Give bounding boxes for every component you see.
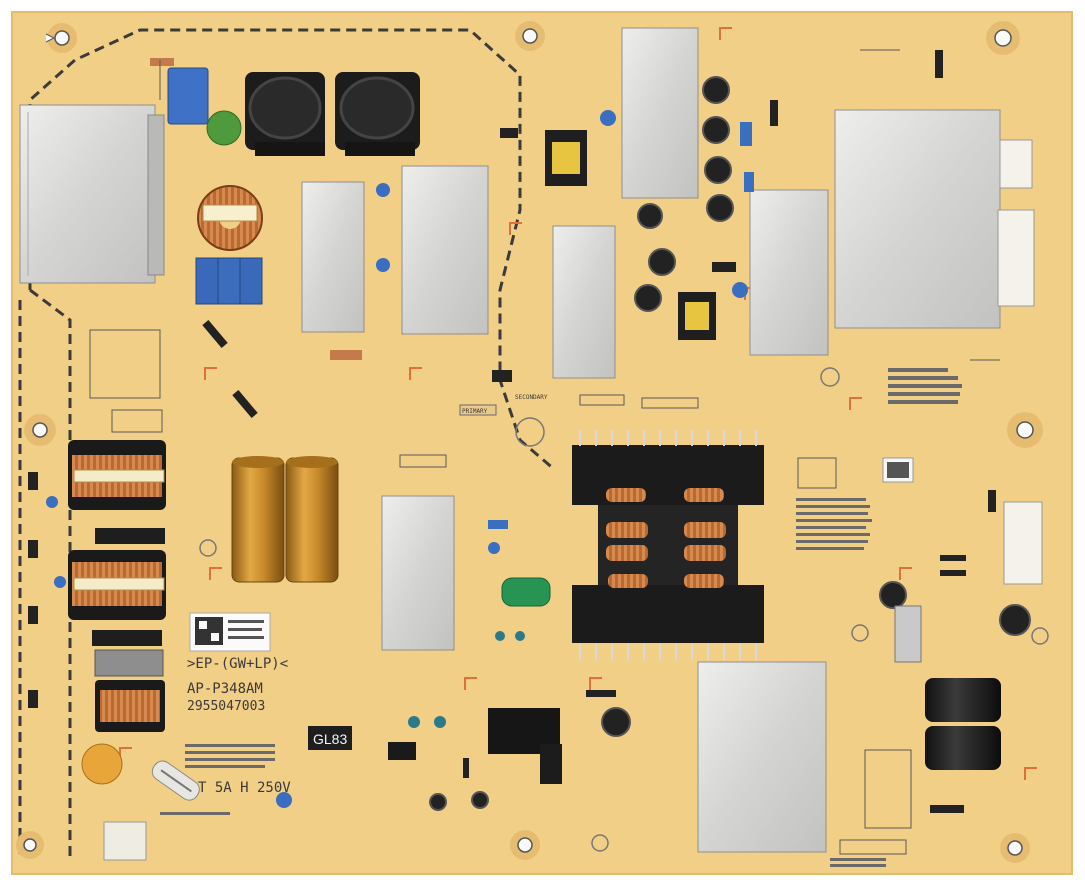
blue-film-capacitors xyxy=(195,257,263,305)
silkscreen-traces xyxy=(89,49,1000,855)
green-film-capacitor xyxy=(501,577,551,607)
main-transformer-left xyxy=(19,104,165,284)
silver-shield-blocks xyxy=(301,27,1001,853)
product-label xyxy=(189,612,271,652)
varistor xyxy=(81,743,123,785)
bulk-capacitors-gold xyxy=(231,456,339,583)
qr-label-right xyxy=(882,457,914,483)
fuse xyxy=(151,760,200,801)
output-capacitors-black xyxy=(925,678,1001,770)
small-components xyxy=(28,50,996,813)
electrolytic-capacitors-small xyxy=(429,76,1031,811)
relay-block xyxy=(388,708,562,784)
mounting-holes xyxy=(16,21,1049,863)
fuse-rating-text: T 5A H 250V xyxy=(198,780,291,796)
primary-marker: PRIMARY xyxy=(459,404,497,416)
gl83-badge-text: GL83 xyxy=(313,731,347,747)
line-filter-chokes xyxy=(68,440,166,732)
isolation-boundary xyxy=(18,28,556,860)
gl83-badge: GL83 xyxy=(308,726,352,750)
silkscreen-text-lines xyxy=(160,368,962,867)
toroid-inductor xyxy=(197,185,263,251)
blue-x-capacitor xyxy=(167,67,209,125)
serial-text: 2955047003 xyxy=(187,699,265,714)
small-inductors xyxy=(545,130,716,340)
common-mode-chokes-top xyxy=(245,72,420,156)
model-text: AP-P348AM xyxy=(187,681,263,697)
primary-label: PRIMARY xyxy=(462,408,488,415)
secondary-label: SECONDARY xyxy=(515,394,548,401)
connectors xyxy=(103,139,1043,861)
output-transformer-stack xyxy=(572,430,764,660)
part-code-text: >EP-(GW+LP)< xyxy=(187,656,288,672)
green-thermistor xyxy=(206,110,242,146)
